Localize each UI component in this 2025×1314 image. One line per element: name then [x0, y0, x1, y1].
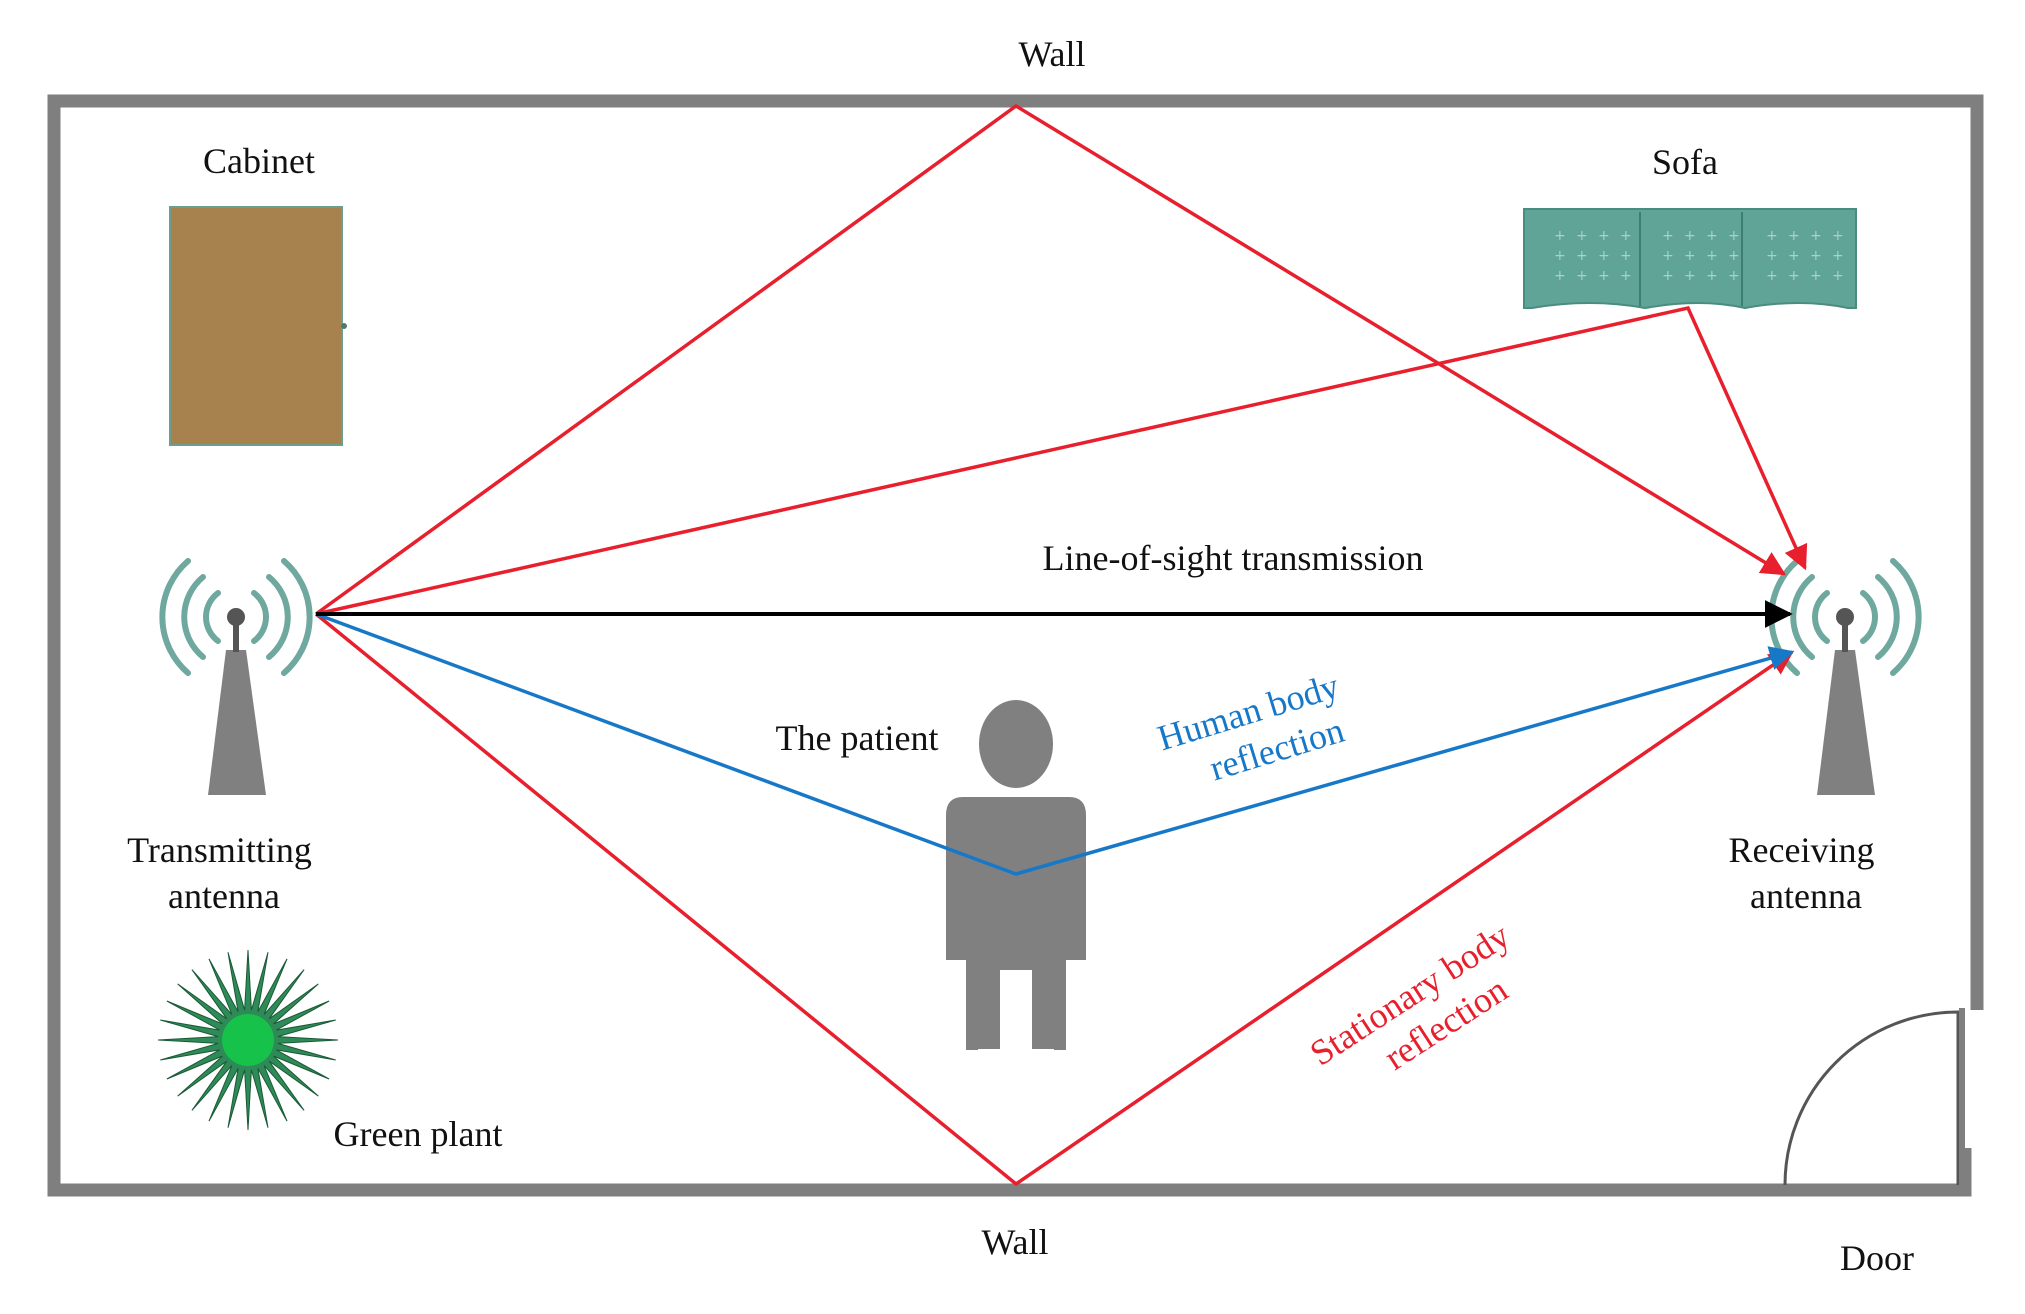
sofa-tuft: + — [1554, 248, 1566, 264]
wall-reflection-path-top — [314, 103, 1787, 616]
green-plant — [157, 949, 339, 1131]
sofa-tuft: + — [1788, 268, 1800, 284]
door-label: Door — [1840, 1238, 1914, 1278]
sofa-tuft: + — [1832, 268, 1844, 284]
cabinet — [169, 206, 347, 446]
wall-top-label: Wall — [1018, 34, 1085, 74]
sofa-tuft: + — [1810, 248, 1822, 264]
sofa-tuft: + — [1554, 268, 1566, 284]
transmitting-label-line-1: Transmitting — [127, 830, 312, 870]
sofa-tuft: + — [1662, 228, 1674, 244]
human-body-reflection-label: Human body reflection — [1153, 663, 1365, 801]
sofa-tuft: + — [1684, 228, 1696, 244]
sofa-tuft: + — [1662, 268, 1674, 284]
receiving-antenna-label: Receiving antenna — [1729, 830, 1884, 916]
sofa-tuft: + — [1832, 228, 1844, 244]
sofa-tuft: + — [1788, 248, 1800, 264]
green-plant-label: Green plant — [334, 1114, 503, 1154]
sofa-tuft: + — [1598, 248, 1610, 264]
sofa-tuft: + — [1662, 248, 1674, 264]
sofa-tufting: + + + + + + + + + + + + + + + + + + + + + + + + + + + + + + + + + + + + — [1554, 228, 1844, 284]
antenna-icon — [159, 558, 313, 795]
wall-bottom-label: Wall — [981, 1222, 1048, 1262]
cabinet-label: Cabinet — [203, 141, 315, 181]
sofa-tuft: + — [1706, 228, 1718, 244]
cabinet-icon — [169, 206, 343, 446]
sofa-tuft: + — [1620, 268, 1632, 284]
sofa-tuft: + — [1576, 228, 1588, 244]
sofa-tuft: + — [1728, 228, 1740, 244]
sofa-icon — [1523, 208, 1857, 310]
sofa-tuft: + — [1728, 248, 1740, 264]
sofa-tuft: + — [1728, 268, 1740, 284]
sofa-reflection-path — [315, 305, 1808, 616]
receiving-label-line-1: Receiving — [1729, 830, 1875, 870]
sofa-tuft: + — [1684, 248, 1696, 264]
sofa-tuft: + — [1620, 248, 1632, 264]
sofa-tuft: + — [1576, 248, 1588, 264]
sofa-tuft: + — [1598, 228, 1610, 244]
cabinet-knob — [341, 323, 347, 329]
sofa-tuft: + — [1620, 228, 1632, 244]
sofa-tuft: + — [1706, 248, 1718, 264]
transmitting-antenna-label: Transmitting antenna — [127, 830, 321, 916]
line-of-sight-label: Line-of-sight transmission — [1043, 538, 1424, 578]
sofa-tuft: + — [1832, 248, 1844, 264]
sofa-tuft: + — [1766, 248, 1778, 264]
stationary-body-reflection-label: Stationary body reflection — [1303, 910, 1548, 1110]
sofa-tuft: + — [1810, 228, 1822, 244]
sofa-tuft: + — [1684, 268, 1696, 284]
sofa-tuft: + — [1576, 268, 1588, 284]
sofa: + + + + + + + + + + + + + + + + + + + + + + + + + + + + + + + + + + + + — [1523, 208, 1857, 310]
antenna-icon — [1768, 558, 1922, 795]
signal-paths — [314, 103, 1808, 1187]
door-icon — [1783, 1010, 1960, 1186]
sofa-tuft: + — [1766, 268, 1778, 284]
sofa-tuft: + — [1810, 268, 1822, 284]
transmitting-antenna — [159, 558, 313, 795]
receiving-label-line-2: antenna — [1750, 876, 1862, 916]
sofa-label: Sofa — [1652, 142, 1718, 182]
sofa-tuft: + — [1788, 228, 1800, 244]
plant-center — [222, 1014, 274, 1066]
sofa-tuft: + — [1598, 268, 1610, 284]
sofa-tuft: + — [1554, 228, 1566, 244]
stationary-reflection-path — [314, 612, 1795, 1187]
patient-label: The patient — [776, 718, 939, 758]
sofa-tuft: + — [1766, 228, 1778, 244]
door — [1783, 1008, 1965, 1190]
sofa-tuft: + — [1706, 268, 1718, 284]
receiving-antenna — [1768, 558, 1922, 795]
transmitting-label-line-2: antenna — [168, 876, 280, 916]
human-reflection-path — [315, 612, 1795, 876]
